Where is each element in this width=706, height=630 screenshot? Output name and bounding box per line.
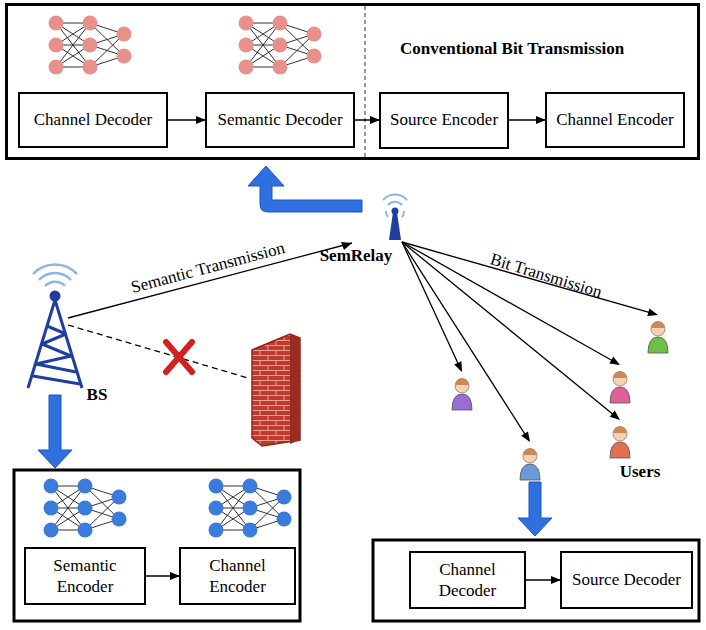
separator-line [364, 6, 366, 158]
link-line [68, 243, 352, 318]
bit-links [402, 242, 658, 442]
process-box: Channel Decoder [409, 551, 526, 609]
base-station-tower [28, 292, 82, 388]
process-box: Source Encoder [379, 92, 509, 149]
process-box: Channel Decoder [18, 92, 168, 148]
user-icon [610, 426, 630, 458]
neural-net-icon [239, 16, 322, 75]
box-label: Channel Decoder [419, 559, 516, 602]
user-icon [452, 378, 472, 410]
wall [252, 334, 300, 446]
box-label: Semantic Decoder [217, 109, 342, 130]
node-name: SemRelay [320, 246, 393, 266]
process-box: Channel Encoder [179, 547, 296, 605]
panel-title: Conventional Bit Transmission [400, 39, 624, 59]
blocked-link [68, 325, 248, 378]
bs-panel [14, 470, 300, 621]
process-box: Channel Encoder [545, 92, 685, 148]
node-name: BS [87, 385, 108, 405]
neural-net-icon [44, 479, 127, 538]
process-box: Semantic Encoder [24, 547, 146, 605]
wall-side [290, 334, 300, 444]
flow-arrow [355, 119, 379, 121]
process-box: Source Decoder [560, 551, 693, 609]
box-label: Source Encoder [390, 109, 498, 130]
link-label: Bit Transmission [488, 250, 605, 303]
user-icon [648, 321, 668, 353]
block-arrow [38, 395, 72, 468]
box-label: Channel Encoder [189, 555, 286, 598]
box-label: Channel Decoder [34, 109, 152, 130]
flow-arrow [146, 575, 179, 577]
flow-arrow [526, 579, 560, 581]
user-icons [452, 321, 668, 480]
link-label: Semantic Transmission [129, 238, 287, 298]
box-label: Source Decoder [572, 569, 681, 590]
neural-net-icon [209, 479, 292, 538]
user-panel [373, 540, 699, 621]
block-arrow [518, 482, 552, 536]
radio-waves [33, 264, 77, 286]
relay-antenna [383, 195, 407, 240]
node-name: Users [620, 462, 661, 482]
neural-net-icon [49, 16, 132, 75]
user-icon [610, 371, 630, 403]
group-panel: Conventional Bit TransmissionChannel Dec… [5, 3, 700, 160]
box-label: Channel Encoder [556, 109, 674, 130]
flow-arrow [168, 119, 205, 121]
process-box: Semantic Decoder [205, 92, 355, 148]
block-arrow [248, 166, 362, 212]
flow-arrow [509, 119, 545, 121]
box-label: Semantic Encoder [34, 555, 136, 598]
blocked-mark [166, 342, 192, 372]
user-icon [520, 448, 540, 480]
